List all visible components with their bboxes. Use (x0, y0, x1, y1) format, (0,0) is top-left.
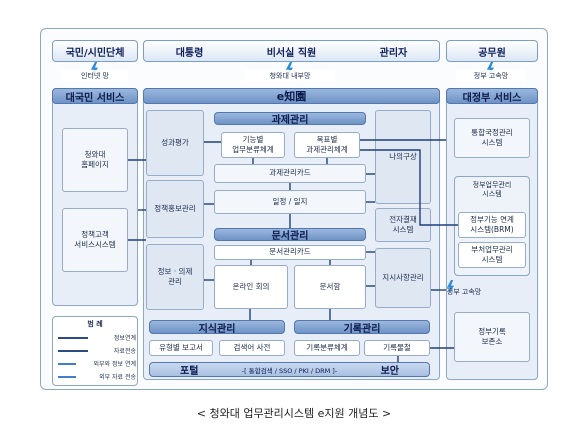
legend-line-external-info (58, 363, 76, 365)
legend-line-transfer (58, 350, 88, 352)
record-class-box: 기록분류체계 (294, 340, 360, 356)
document-box: 문서함 (294, 265, 366, 309)
gov-network-label: 정부 고속망 (456, 70, 526, 81)
citizen-service-title: 대국민 서비스 (52, 88, 138, 104)
ministry-work-box: 부처업무관리 시스템 (458, 242, 526, 268)
legend-item: 외부 자료 전송 (99, 373, 136, 381)
security-label: 보안 (380, 366, 399, 377)
lightning-bolt-icon (285, 62, 294, 76)
performance-eval-box: 성과평가 (146, 110, 204, 176)
record-items-box: 기록물철 (364, 340, 430, 356)
term-dictionary-box: 검색어 사전 (219, 340, 285, 356)
brm-box: 정부기능 연계 시스템(BRM) (458, 212, 526, 238)
online-meeting-box: 온라인 회의 (214, 265, 288, 309)
legend-line-external-transfer (58, 376, 76, 378)
admin-label: 관리자 (379, 47, 408, 59)
legend-line-info (58, 337, 88, 339)
my-idea-box: 나의구상 (375, 110, 431, 204)
lightning-bolt-icon (446, 280, 455, 294)
president-label: 대통령 (175, 47, 204, 59)
gov-work-label: 정부업무관리 시스템 (472, 180, 512, 198)
gov-service-title: 대정부 서비스 (446, 88, 538, 104)
gov-network-right-label: 정부 고속망 (446, 287, 482, 296)
policy-promo-box: 정책홍보관리 (146, 180, 204, 238)
schedule-box: 일정 / 일지 (214, 190, 366, 214)
records-management-band: 기록관리 (294, 320, 430, 335)
internet-network-label: 인터넷 망 (62, 70, 128, 81)
report-agenda-box: 정보 · 의제 관리 (146, 244, 204, 310)
policy-customer-box: 정책고객 서비스시스템 (62, 208, 128, 272)
official-header: 공무원 (446, 40, 538, 62)
portal-security-bar: 포털 -[ 통합검색 / SSO / PKI / DRM ]- 보안 (149, 362, 430, 377)
cheongwadae-network-label: 청와대 내부망 (245, 70, 335, 81)
type-report-box: 유형별 보고서 (149, 340, 213, 356)
task-management-band: 과제관리 (214, 112, 366, 126)
lightning-bolt-icon (486, 62, 495, 76)
knowledge-management-band: 지식관리 (149, 320, 285, 335)
citizen-header: 국민/시민단체 (52, 40, 138, 62)
legend-title: 범 례 (87, 319, 103, 328)
gov-archive-box: 정부기록 보존소 (454, 312, 530, 362)
instructions-box: 지시사항관리 (375, 248, 431, 308)
national-affairs-box: 통합국정관리 시스템 (454, 118, 530, 158)
secretary-label: 비서실 직원 (266, 47, 317, 59)
homepage-box: 청와대 홈페이지 (62, 128, 128, 192)
diagram-caption: < 청와대 업무관리시스템 e지원 개념도 > (196, 407, 392, 420)
internal-users-header: 대통령 비서실 직원 관리자 (143, 40, 440, 62)
document-management-band: 문서관리 (214, 228, 366, 242)
goal-task-box: 목표별 과제관리체계 (294, 132, 360, 158)
legend-item: 자료전송 (113, 347, 136, 355)
e-jiwon-title: e知園 (143, 88, 440, 104)
legend-item: 정보연계 (113, 334, 136, 342)
portal-label: 포털 (180, 366, 199, 377)
lightning-bolt-icon (90, 62, 99, 76)
portal-tech-label: -[ 통합검색 / SSO / PKI / DRM ]- (241, 366, 338, 375)
legend-item: 외부와 정보 연계 (93, 360, 136, 368)
functional-docs-box: 기능별 업무분류체계 (221, 132, 285, 158)
document-card-box: 문서관리카드 (214, 245, 366, 260)
task-card-box: 과제관리카드 (214, 164, 366, 183)
